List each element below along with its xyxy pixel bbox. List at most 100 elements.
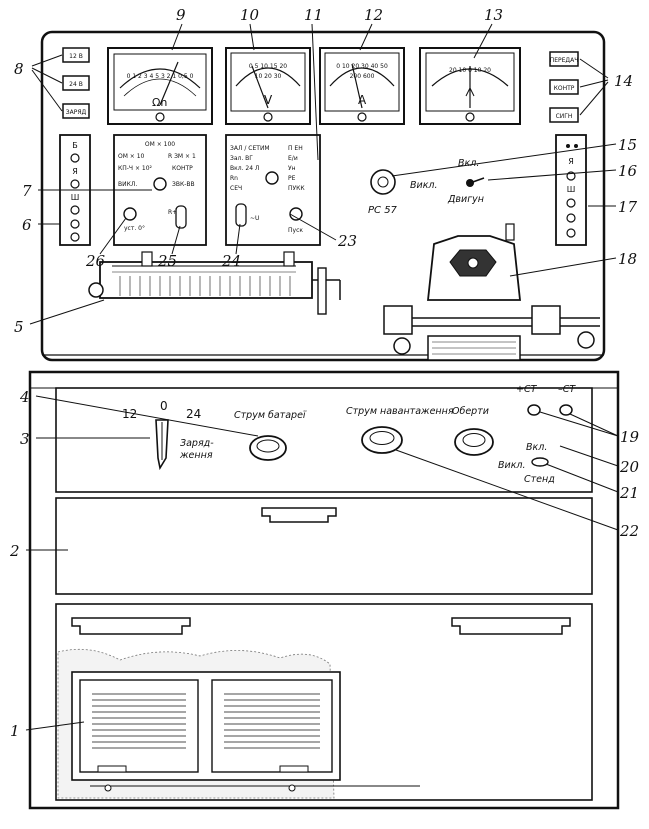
ohm-range-selector-knob[interactable]	[153, 177, 167, 191]
ohm-range-left-top: ОМ × 10	[118, 153, 145, 160]
switch-12v-label: 12 В	[69, 53, 83, 60]
vise-left-handwheel[interactable]	[393, 337, 411, 355]
mounting-vise	[383, 223, 600, 361]
motor-off-label: Викл.	[410, 180, 438, 191]
function-switch-box: ЗАЛ / СЕТИМ Зал. ВГ Вкл. 24 Л Rn СЕЧ П Е…	[225, 134, 321, 246]
stand-toggle[interactable]	[531, 457, 549, 467]
vise-right-handwheel[interactable]	[577, 331, 595, 349]
callout-22: 22	[619, 522, 639, 540]
socket-b-label: Б	[72, 141, 78, 150]
lower-right-handle[interactable]	[451, 617, 571, 635]
socket-4[interactable]	[70, 219, 80, 229]
minus-st-terminal[interactable]	[559, 404, 573, 416]
lower-left-handle[interactable]	[71, 617, 191, 635]
callout-11: 11	[304, 6, 323, 24]
battery-current-control: Струм батареї	[234, 410, 307, 461]
rheostat-handwheel[interactable]	[317, 267, 327, 315]
right-socket-ya-label: Я	[568, 157, 574, 166]
right-socket-strip: Я Ш	[555, 134, 587, 246]
callout-numbers: 1 2 3 4 5 6 7 8 9 10 11 12 13 14 15 16 1…	[9, 6, 640, 740]
socket-sh[interactable]	[70, 205, 80, 215]
func-right-5: ПУКК	[288, 185, 305, 192]
callout-5: 5	[14, 318, 24, 336]
func-right-4: РЕ	[288, 175, 296, 182]
switch-24v-label: 24 В	[69, 81, 83, 88]
socket-sh-label: Ш	[71, 193, 80, 202]
ammeter: 0 10 20 30 40 50 200 600 A	[319, 47, 405, 125]
ohm-range-right-low: ЗВК-ВВ	[172, 181, 195, 188]
rheostat-slider[interactable]	[141, 251, 153, 267]
right-socket-4[interactable]	[566, 228, 576, 238]
callout-19: 19	[620, 428, 640, 446]
switch-charge-label: ЗАРЯД	[66, 109, 87, 116]
toggle-ac-u[interactable]	[235, 203, 247, 227]
ohmmeter-zero-screw[interactable]	[155, 112, 165, 122]
callout-13: 13	[484, 6, 503, 24]
right-socket-sh[interactable]	[566, 198, 576, 208]
stand-on-label: Вкл.	[526, 442, 547, 453]
func-left-2: Зал. ВГ	[230, 155, 253, 162]
middle-drawer	[55, 497, 593, 595]
load-current-label: Струм навантаження	[346, 406, 454, 417]
center-meter-zero-screw[interactable]	[465, 112, 475, 122]
switch-control[interactable]	[549, 79, 579, 95]
ohm-range-right-top: R ЗМ × 1	[168, 153, 196, 160]
callout-25: 25	[157, 252, 177, 270]
socket-ya[interactable]	[70, 179, 80, 189]
callout-8: 8	[14, 60, 24, 78]
plus-st-label: +СТ	[516, 384, 538, 395]
voltmeter-zero-screw[interactable]	[263, 112, 273, 122]
callout-24: 24	[221, 252, 241, 270]
stand-label: Стенд	[524, 474, 555, 485]
switch-signal-label: СИГН	[556, 113, 573, 120]
voltage-0-label: 0	[160, 399, 168, 413]
charge-label-line2: ження	[179, 450, 213, 461]
ohm-zero-adjust-label: уст. 0°	[124, 225, 145, 232]
callout-3: 3	[20, 430, 30, 448]
toggle-r-plus-label: R+	[168, 209, 177, 216]
ammeter-zero-screw[interactable]	[357, 112, 367, 122]
switch-charge[interactable]	[62, 103, 90, 119]
callout-15: 15	[618, 136, 637, 154]
switch-24v[interactable]	[62, 75, 90, 91]
socket-b[interactable]	[70, 153, 80, 163]
func-left-1: ЗАЛ / СЕТИМ	[230, 145, 270, 152]
callout-1: 1	[10, 722, 20, 740]
ohmmeter-unit: Ωn	[152, 96, 167, 109]
function-selector-knob[interactable]	[265, 171, 279, 185]
ammeter-scale-bottom: 200 600	[350, 73, 375, 80]
callout-9: 9	[176, 6, 186, 24]
start-button[interactable]	[289, 207, 303, 221]
callout-16: 16	[618, 162, 638, 180]
func-right-2: Е/и	[288, 155, 298, 162]
ohm-zero-adjust-knob[interactable]	[123, 207, 137, 221]
ammeter-scale-top: 0 10 20 30 40 50	[336, 63, 388, 70]
minus-st-label: –СТ	[558, 384, 576, 395]
socket-5[interactable]	[70, 232, 80, 242]
pc57-label: РС 57	[368, 205, 398, 216]
switch-transmit[interactable]	[549, 51, 579, 67]
pc57-socket-group: РС 57	[368, 169, 398, 216]
switch-transmit-label: ПЕРЕДАЧ	[550, 57, 579, 64]
callout-26: 26	[85, 252, 106, 270]
func-right-1: П ЕН	[288, 145, 303, 152]
switch-12v[interactable]	[62, 47, 90, 63]
load-current-control: Струм навантаження	[346, 406, 454, 454]
socket-ya-label: Я	[72, 167, 78, 176]
batteries	[71, 671, 420, 792]
callout-20: 20	[619, 458, 640, 476]
middle-drawer-handle[interactable]	[261, 507, 337, 523]
ohm-range-left-mid: КП-Ч × 10²	[118, 165, 153, 172]
right-socket-3[interactable]	[566, 213, 576, 223]
callout-6: 6	[22, 216, 32, 234]
voltage-selector: 12 0 24 Заряд- ження	[122, 399, 214, 471]
func-left-3: Вкл. 24 Л	[230, 165, 259, 172]
plus-st-terminal[interactable]	[527, 404, 541, 416]
switch-signal[interactable]	[549, 107, 579, 123]
right-socket-sh-label: Ш	[567, 185, 576, 194]
rheostat-end-knob[interactable]	[88, 282, 104, 298]
toggle-r-plus[interactable]	[175, 205, 187, 229]
ohm-range-right-mid: КОНТР	[172, 165, 193, 172]
charge-label-line1: Заряд-	[180, 438, 214, 449]
